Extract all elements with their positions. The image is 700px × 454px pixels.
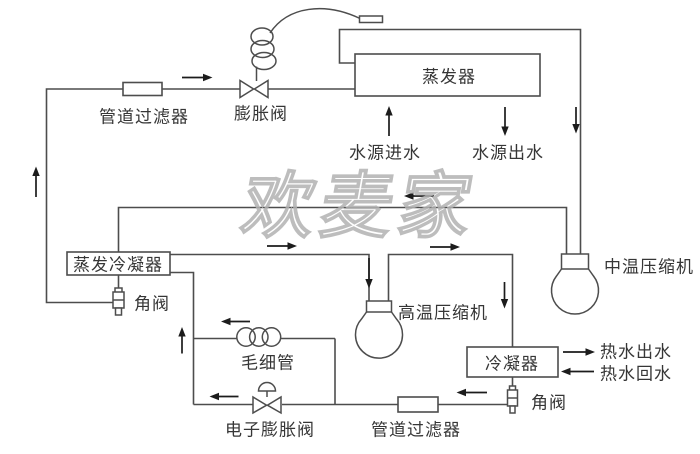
pipe-evapcond-to-hightemp bbox=[170, 253, 370, 301]
flow-arrow-down-icon bbox=[500, 282, 509, 309]
pipe-evaporator-suction bbox=[338, 28, 582, 254]
label-pipe-filter-bottom: 管道过滤器 bbox=[371, 420, 461, 440]
evaporative-condenser-box bbox=[66, 251, 171, 276]
label-hot-water-out: 热水出水 bbox=[600, 342, 672, 362]
label-evap-condenser: 蒸发冷凝器 bbox=[73, 255, 163, 275]
flow-arrow-right-icon bbox=[430, 243, 460, 251]
flow-arrow-left-icon bbox=[456, 388, 487, 397]
flow-arrows bbox=[32, 73, 595, 401]
angle-valve-left-icon bbox=[112, 287, 125, 316]
pipe-loop-left bbox=[170, 271, 195, 405]
flow-arrow-down-icon bbox=[501, 107, 509, 136]
flow-arrow-up-icon bbox=[32, 166, 40, 197]
label-electronic-expansion-valve: 电子膨胀阀 bbox=[225, 420, 315, 440]
pipe-left-riser bbox=[45, 88, 123, 304]
label-evaporator: 蒸发器 bbox=[422, 67, 476, 87]
electronic-expansion-valve-icon bbox=[252, 381, 282, 415]
hot-water-return-arrow-icon bbox=[561, 367, 594, 376]
label-water-in: 水源进水 bbox=[349, 143, 421, 163]
sensing-bulb-icon bbox=[358, 15, 384, 24]
pipe-midtemp-discharge bbox=[117, 206, 568, 254]
label-high-temp-compressor: 高温压缩机 bbox=[398, 303, 488, 323]
high-temp-compressor-icon bbox=[354, 300, 404, 359]
flow-arrow-right-icon bbox=[182, 73, 213, 82]
capillary-coil-icon bbox=[236, 327, 282, 347]
flow-arrow-down-icon bbox=[572, 107, 580, 134]
label-mid-temp-compressor: 中温压缩机 bbox=[604, 257, 694, 277]
label-angle-valve-right: 角阀 bbox=[531, 393, 567, 413]
flow-arrow-right-icon bbox=[267, 242, 297, 250]
hot-water-out-arrow-icon bbox=[563, 348, 595, 356]
flow-arrow-left-icon bbox=[221, 317, 250, 326]
flow-arrow-left-icon bbox=[404, 192, 434, 200]
mid-temp-compressor-icon bbox=[550, 253, 600, 315]
flow-arrow-up-icon bbox=[385, 106, 393, 136]
sensing-capillary-line bbox=[269, 8, 361, 34]
flow-arrow-left-icon bbox=[209, 392, 239, 401]
flow-arrow-up-icon bbox=[178, 327, 186, 354]
evaporator-box bbox=[354, 53, 541, 97]
label-hot-water-return: 热水回水 bbox=[600, 364, 672, 384]
pipes bbox=[45, 28, 582, 406]
angle-valve-right-icon bbox=[506, 385, 519, 414]
label-capillary: 毛细管 bbox=[241, 353, 295, 373]
coil-loop bbox=[251, 51, 277, 71]
pipe-filter-bottom-icon bbox=[397, 396, 439, 413]
expansion-valve-icon bbox=[239, 8, 384, 99]
label-angle-valve-left: 角阀 bbox=[134, 294, 170, 314]
coil-loop bbox=[250, 39, 275, 59]
condenser-box bbox=[466, 346, 559, 378]
flow-arrow-down-icon bbox=[365, 258, 373, 289]
label-expansion-valve: 膨胀阀 bbox=[234, 104, 288, 124]
label-condenser: 冷凝器 bbox=[485, 354, 539, 374]
label-pipe-filter-top: 管道过滤器 bbox=[99, 107, 189, 127]
label-water-out: 水源出水 bbox=[472, 143, 544, 163]
pipe-hightemp-to-condenser bbox=[387, 253, 514, 347]
coil-loop bbox=[250, 27, 274, 46]
pipe-filter-top-icon bbox=[122, 81, 163, 97]
